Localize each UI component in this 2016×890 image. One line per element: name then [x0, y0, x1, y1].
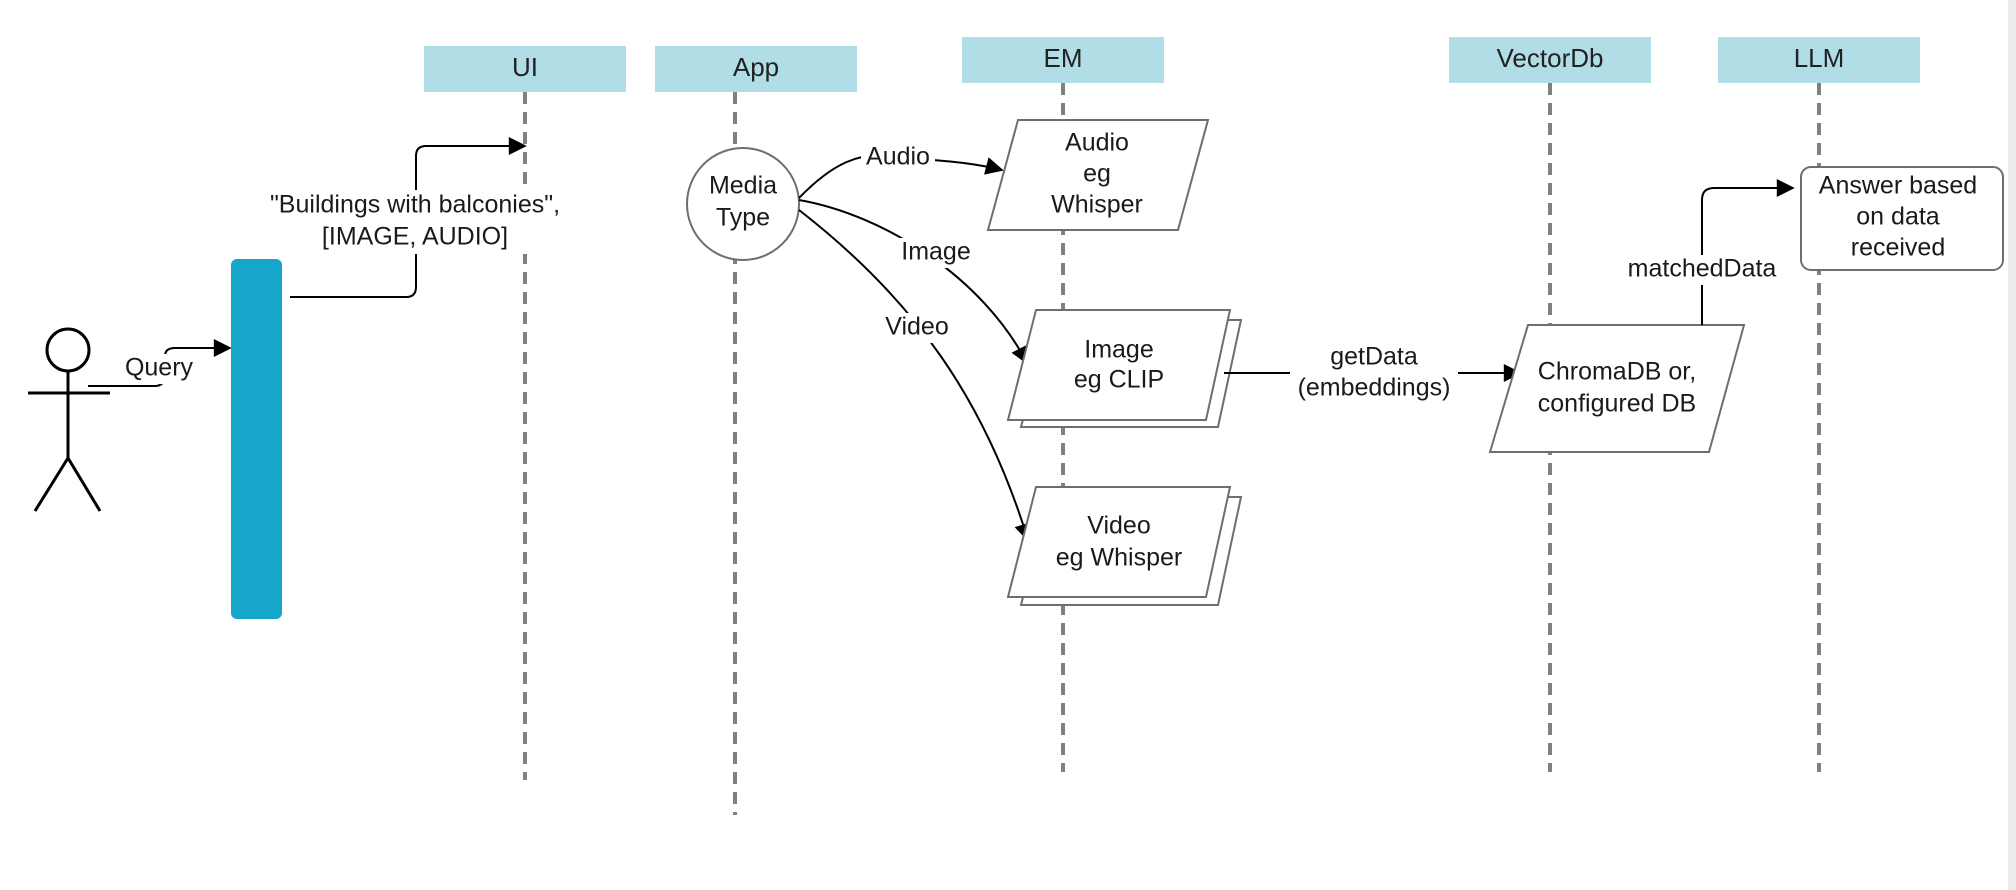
image-route-label: Image: [901, 238, 970, 266]
video-model-line1: Video: [1087, 512, 1151, 540]
audio-model-node: [986, 119, 1210, 231]
matched-data-label: matchedData: [1628, 255, 1777, 283]
get-data-line2: (embeddings): [1298, 374, 1451, 402]
audio-model-line1: Audio: [1065, 129, 1129, 157]
lane-header-llm: LLM: [1718, 37, 1920, 83]
answer-line2: on data: [1856, 203, 1940, 231]
audio-route-label: Audio: [866, 143, 930, 171]
video-model-line2: eg Whisper: [1056, 544, 1182, 572]
get-data-line1: getData: [1330, 343, 1418, 371]
lane-header-ui: UI: [424, 46, 626, 92]
lane-label-llm: LLM: [1794, 43, 1845, 73]
lane-header-app: App: [655, 46, 857, 92]
media-type-node: [686, 147, 800, 261]
answer-line3: received: [1851, 234, 1946, 262]
lane-header-em: EM: [962, 37, 1164, 83]
lane-label-ui: UI: [512, 52, 538, 82]
matched-data-arrow: [1701, 179, 1795, 325]
audio-model-line2: eg: [1083, 160, 1111, 188]
db-line2: configured DB: [1538, 390, 1696, 418]
media-type-line1: Media: [709, 172, 777, 200]
answer-line1: Answer based: [1819, 172, 1977, 200]
image-model-node: [1006, 309, 1243, 428]
video-route-arrow: [798, 209, 1032, 542]
lane-header-vectordb: VectorDb: [1449, 37, 1651, 83]
image-model-line1: Image: [1084, 336, 1153, 364]
db-line1: ChromaDB or,: [1538, 358, 1696, 386]
activation-bar: [231, 259, 282, 619]
audio-model-line3: Whisper: [1051, 191, 1143, 219]
media-type-line2: Type: [716, 204, 770, 232]
ui-message-line2: [IMAGE, AUDIO]: [322, 223, 508, 251]
lane-label-vectordb: VectorDb: [1497, 43, 1604, 73]
scrollbar-track[interactable]: [2008, 0, 2016, 890]
query-label: Query: [125, 354, 194, 382]
ui-message-line1: "Buildings with balconies",: [270, 191, 560, 219]
lane-label-em: EM: [1044, 43, 1083, 73]
lane-label-app: App: [733, 52, 779, 82]
image-model-line2: eg CLIP: [1074, 366, 1164, 394]
answer-node: [1800, 166, 2004, 271]
video-model-node: [1006, 486, 1243, 606]
vector-db-node: [1488, 324, 1746, 453]
actor-figure: [28, 327, 110, 512]
video-route-label: Video: [885, 313, 949, 341]
